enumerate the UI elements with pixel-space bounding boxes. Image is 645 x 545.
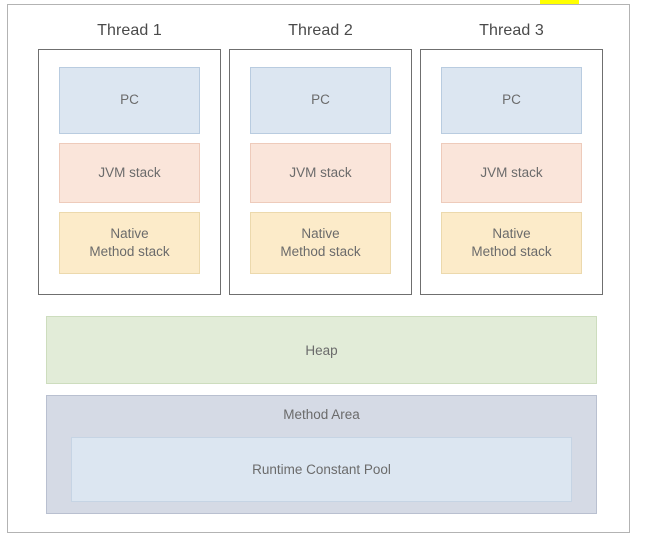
pc-label-thread-3: PC bbox=[502, 92, 521, 108]
jvm-stack-block-thread-2: JVM stack bbox=[250, 143, 391, 203]
native-method-stack-label-line1-thread-3: Native bbox=[492, 225, 531, 241]
thread-box-3: PC JVM stack Native Method stack bbox=[420, 49, 603, 295]
pc-label-thread-1: PC bbox=[120, 92, 139, 108]
thread-title-2: Thread 2 bbox=[288, 22, 353, 39]
native-method-stack-label-line2-thread-3: Method stack bbox=[471, 244, 552, 259]
pc-block-thread-3: PC bbox=[441, 67, 582, 134]
runtime-constant-pool-block: Runtime Constant Pool bbox=[71, 436, 572, 502]
method-area-label: Method Area bbox=[283, 407, 360, 422]
native-method-stack-label-line2-thread-1: Method stack bbox=[89, 244, 170, 259]
native-method-stack-label-thread-1: Native Method stack bbox=[89, 225, 169, 261]
native-method-stack-label-line2-thread-2: Method stack bbox=[280, 244, 361, 259]
jvm-memory-diagram-frame: Thread 1 PC JVM stack Native Method stac… bbox=[7, 4, 630, 533]
pc-block-thread-1: PC bbox=[59, 67, 200, 134]
native-method-stack-label-line1-thread-2: Native bbox=[301, 225, 340, 241]
thread-column-3: Thread 3 PC JVM stack Native Method stac… bbox=[420, 23, 603, 295]
jvm-stack-block-thread-3: JVM stack bbox=[441, 143, 582, 203]
thread-column-2: Thread 2 PC JVM stack Native Method stac… bbox=[229, 23, 412, 295]
thread-title-1: Thread 1 bbox=[97, 22, 162, 39]
thread-title-3: Thread 3 bbox=[479, 22, 544, 39]
method-area-block: Method Area Runtime Constant Pool bbox=[46, 395, 597, 514]
heap-block: Heap bbox=[46, 316, 597, 384]
jvm-stack-label-thread-2: JVM stack bbox=[289, 164, 352, 180]
native-method-stack-block-thread-2: Native Method stack bbox=[250, 212, 391, 274]
runtime-constant-pool-label: Runtime Constant Pool bbox=[252, 461, 391, 477]
threads-row: Thread 1 PC JVM stack Native Method stac… bbox=[38, 23, 603, 295]
jvm-stack-label-thread-1: JVM stack bbox=[98, 164, 161, 180]
native-method-stack-label-thread-3: Native Method stack bbox=[471, 225, 551, 261]
yellow-highlight-fragment bbox=[540, 0, 579, 4]
native-method-stack-block-thread-1: Native Method stack bbox=[59, 212, 200, 274]
pc-label-thread-2: PC bbox=[311, 92, 330, 108]
native-method-stack-label-line1-thread-1: Native bbox=[110, 225, 149, 241]
native-method-stack-label-thread-2: Native Method stack bbox=[280, 225, 360, 261]
thread-box-2: PC JVM stack Native Method stack bbox=[229, 49, 412, 295]
thread-box-1: PC JVM stack Native Method stack bbox=[38, 49, 221, 295]
pc-block-thread-2: PC bbox=[250, 67, 391, 134]
heap-label: Heap bbox=[305, 342, 338, 358]
jvm-stack-block-thread-1: JVM stack bbox=[59, 143, 200, 203]
thread-column-1: Thread 1 PC JVM stack Native Method stac… bbox=[38, 23, 221, 295]
jvm-stack-label-thread-3: JVM stack bbox=[480, 164, 543, 180]
native-method-stack-block-thread-3: Native Method stack bbox=[441, 212, 582, 274]
